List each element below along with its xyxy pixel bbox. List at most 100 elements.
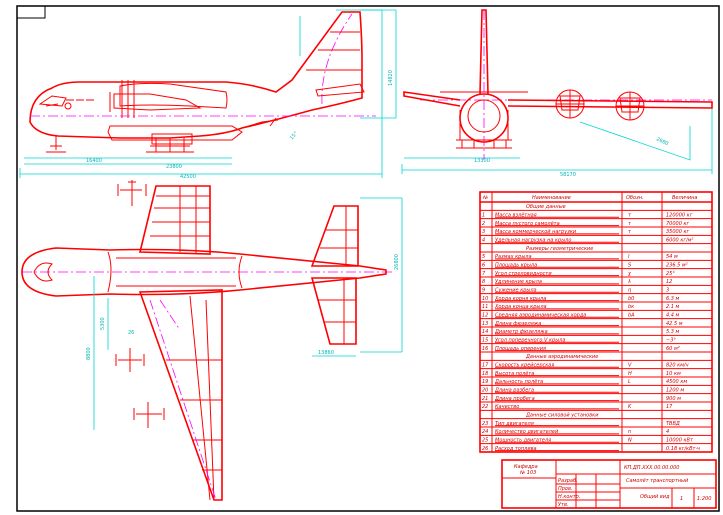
spec-cell: 2.1 м [666,304,680,310]
side-undercarriage-pod [107,125,243,141]
plan-tail-lower-ribs [318,278,356,344]
front-centerline [420,10,712,160]
spec-cell: 4 [666,429,669,435]
plan-dim-5: 26 [128,330,134,336]
spec-cell: 4500 км [666,379,687,385]
spec-cell: 15 [482,337,488,343]
spec-cell: 7 [482,271,486,277]
title-row-2: Пров. [558,486,573,492]
side-main-gear [146,138,194,153]
spec-cell: Средняя аэродинамическая хорда [495,312,586,318]
side-dim-4: 14820 [388,70,394,86]
side-nacelle [109,80,202,118]
front-clearance-line [579,121,691,161]
spec-cell: 6 [482,262,485,268]
corner-box [16,5,46,19]
title-block-frame [501,459,717,509]
spec-cell: Удлинение крыла [495,279,542,285]
title-drawing-no: КП.ДП.ХХХ.00.00.000 [624,465,679,471]
spec-cell: Масса пустого самолёта [495,221,560,227]
plan-dim-2: 5300 [100,317,106,330]
spec-cell: Размеры геометрические [526,246,593,252]
side-tail-cone [241,117,279,129]
plan-fuselage [21,247,387,297]
title-scale: 1:200 [697,496,711,502]
spec-cell: 11 [482,304,488,310]
spec-cell: т [628,221,632,227]
front-wing-left [403,91,461,107]
spec-cell: 4.4 м [666,312,680,318]
spec-cell: χ [627,271,632,277]
spec-cell: 22 [482,404,488,410]
spec-header-2: Обозн. [626,195,644,201]
spec-cell: 18 [482,371,488,377]
spec-cell: 6.3 м [666,296,680,302]
spec-cell: 4 [482,237,485,243]
plan-dim-1: 26800 [394,254,400,270]
spec-cell: n [628,429,631,435]
plan-engine-lower-1 [115,348,145,372]
side-gear-bay [151,133,193,145]
spec-cell: Тип двигателя [495,421,534,427]
side-tail-axis [321,13,353,105]
spec-cell: Масса взлётная [495,212,537,218]
spec-cell: 25 [482,437,488,443]
spec-cell: Данные силовой установки [525,412,599,418]
front-wing-right [507,99,713,109]
spec-cell: 17 [666,404,673,410]
spec-cell: Угол стреловидности [495,271,552,277]
side-fin-ribs [306,31,362,71]
spec-cell: 10 [482,296,488,302]
plan-wing-lower-ribs [166,295,222,501]
spec-cell: 25° [666,271,675,277]
spec-cell: Масса коммерческой нагрузки [495,229,577,235]
plan-wing-fairing [107,251,243,293]
side-dim-frame [19,9,383,178]
spec-cell: 120000 кг [666,212,693,218]
plan-wing-lower [138,289,223,501]
spec-cell: Длина разбега [494,387,534,393]
spec-cell: b0 [628,296,634,302]
spec-cell: Скорость крейсерская [495,362,554,368]
side-stabilizer [315,83,365,97]
spec-cell: 12 [482,312,488,318]
front-view: 13300 2680 58170 [401,9,713,178]
front-struts [459,110,509,140]
side-cockpit [38,95,67,107]
spec-cell: 14 [482,329,488,335]
spec-cell: 8 [482,279,485,285]
spec-cell: 1200 м [666,387,684,393]
front-fuselage-inner [467,99,501,133]
spec-cell: 20 [482,387,488,393]
spec-cell: 0.18 кг/кВт·ч [666,446,700,452]
title-row-3: Н.контр. [558,494,580,500]
spec-cell: 60 м² [666,346,680,352]
spec-cell: H [628,371,632,377]
spec-cell: Удельная нагрузка на крыло [495,237,571,243]
side-view: 16400 23800 42500 14820 15° [19,9,397,180]
side-dim-lines [24,9,397,165]
side-dim-3: 42500 [180,174,196,180]
spec-cell: Диаметр фюзеляжа [494,329,548,335]
spec-cell: Хорда конца крыла [494,304,547,310]
spec-cell: Угол поперечного V крыла [495,337,565,343]
spec-cell: 10000 кВт [666,437,694,443]
spec-cell: Длина пробега [494,396,535,402]
spec-header-3: Величина [672,195,698,201]
side-dim-1: 16400 [86,158,102,164]
front-dim-2: 2680 [655,136,669,147]
spec-cell: S [628,262,632,268]
front-props [556,90,644,120]
spec-cell: V [628,362,632,368]
front-dim-1: 13300 [474,158,490,164]
plan-dim-lines [93,197,403,430]
front-dim-frame [401,104,713,174]
plan-dim-3: 8800 [86,347,92,360]
spec-header-0: № [482,195,488,201]
spec-cell: 6000 кг/м² [666,237,693,243]
spec-cell: N [628,437,632,443]
front-fin [479,9,489,95]
spec-cell: 236.5 м² [666,262,688,268]
